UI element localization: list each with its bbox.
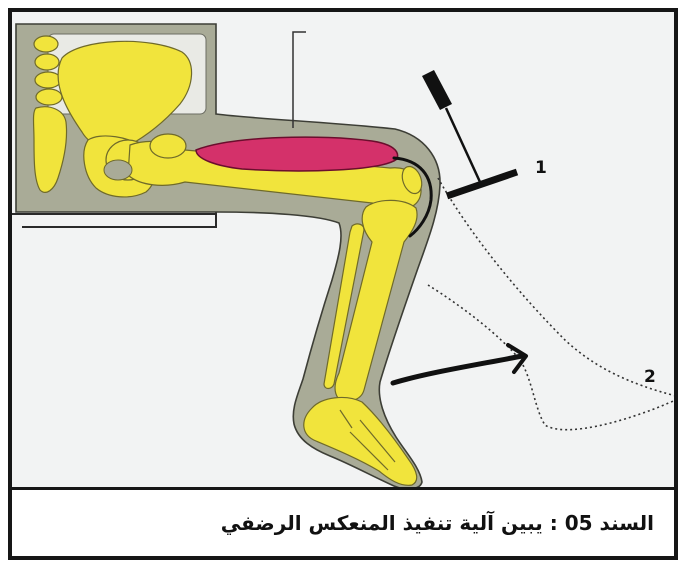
caption-text: السند 05 : يبين آلية تنفيذ المنعكس الرضف… bbox=[221, 511, 654, 535]
knee-reflex-diagram: 1 2 bbox=[0, 0, 683, 490]
obturator-foramen bbox=[104, 160, 132, 180]
label-2: 2 bbox=[644, 367, 656, 387]
vertebra bbox=[35, 54, 59, 70]
label-1: 1 bbox=[535, 158, 547, 178]
vertebra bbox=[34, 36, 58, 52]
vertebra bbox=[35, 72, 61, 88]
vertebra bbox=[36, 89, 62, 105]
greater-trochanter bbox=[150, 134, 186, 158]
quadriceps-muscle bbox=[196, 137, 398, 171]
figure-caption: السند 05 : يبين آلية تنفيذ المنعكس الرضف… bbox=[12, 487, 674, 556]
